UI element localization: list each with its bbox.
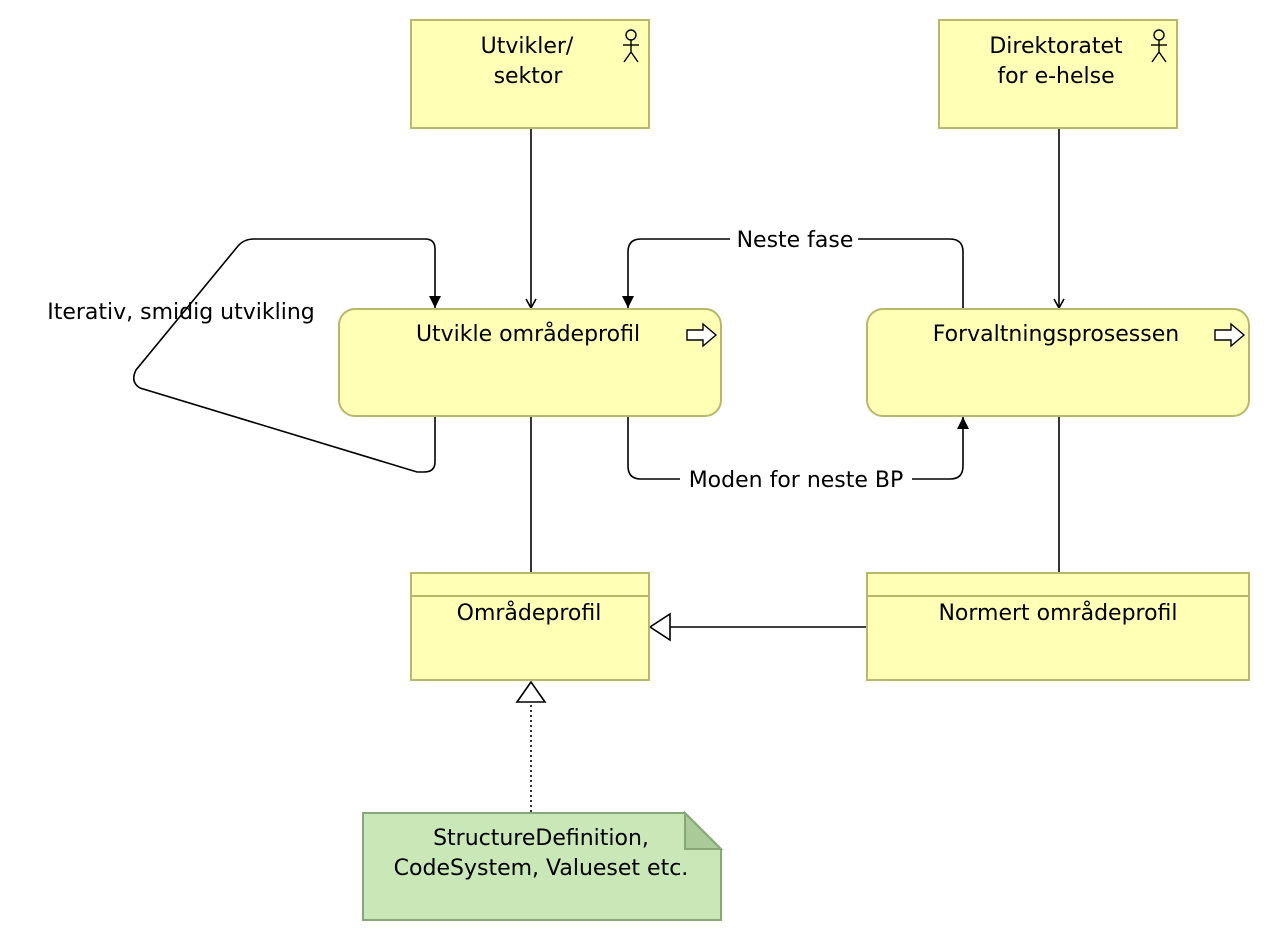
process-utvikle-label: Utvikle områdeprofil bbox=[416, 321, 640, 347]
object-normert-label: Normert områdeprofil bbox=[938, 600, 1177, 626]
note-folded-corner bbox=[684, 810, 724, 850]
specialization-arrowhead bbox=[648, 612, 671, 642]
note-label-line1: StructureDefinition, bbox=[433, 826, 649, 851]
process-forvaltning-box bbox=[866, 308, 1250, 417]
actor-direktoratet-label-line1: Direktoratet bbox=[989, 34, 1123, 59]
actor-direktoratet[interactable]: Direktoratet for e-helse bbox=[938, 19, 1178, 129]
note-structure[interactable]: StructureDefinition, CodeSystem, Valuese… bbox=[362, 810, 724, 921]
object-normert-box bbox=[866, 572, 1250, 681]
actor-icon bbox=[1151, 29, 1167, 63]
neste-fase-label-bg bbox=[730, 226, 858, 254]
process-arrow-icon bbox=[1214, 322, 1246, 348]
actor-utvikler-box bbox=[410, 19, 650, 129]
actor-direktoratet-label-line2: for e-helse bbox=[997, 64, 1114, 89]
iterativ-loop-line[interactable] bbox=[132, 238, 441, 473]
actor-direktoratet-box bbox=[938, 19, 1178, 129]
object-omradeprofil[interactable]: Områdeprofil bbox=[410, 572, 650, 681]
actor-icon bbox=[623, 29, 639, 63]
process-utvikle[interactable]: Utvikle områdeprofil bbox=[338, 308, 722, 417]
process-forvaltning-label: Forvaltningsprosessen bbox=[933, 322, 1179, 347]
iterativ-label: Iterativ, smidig utvikling bbox=[47, 300, 315, 325]
process-utvikle-box bbox=[338, 308, 722, 417]
object-omradeprofil-label: Områdeprofil bbox=[457, 600, 602, 626]
note-label-line2: CodeSystem, Valueset etc. bbox=[394, 856, 689, 881]
connections bbox=[132, 129, 1065, 812]
object-omradeprofil-box bbox=[410, 572, 650, 681]
realization-arrowhead bbox=[515, 680, 547, 703]
actor-utvikler-label-line1: Utvikler/ bbox=[481, 34, 574, 59]
note-box bbox=[362, 812, 722, 921]
moden-label: Moden for neste BP bbox=[689, 468, 904, 493]
actor-utvikler[interactable]: Utvikler/ sektor bbox=[410, 19, 650, 129]
actor-utvikler-label-line2: sektor bbox=[494, 64, 564, 89]
connection-labels: Neste fase Moden for neste BP Iterativ, … bbox=[47, 226, 912, 494]
process-forvaltning[interactable]: Forvaltningsprosessen bbox=[866, 308, 1250, 417]
process-arrow-icon bbox=[686, 322, 718, 348]
object-normert[interactable]: Normert områdeprofil bbox=[866, 572, 1250, 681]
moden-label-bg bbox=[680, 466, 912, 494]
neste-fase-label: Neste fase bbox=[737, 228, 854, 253]
